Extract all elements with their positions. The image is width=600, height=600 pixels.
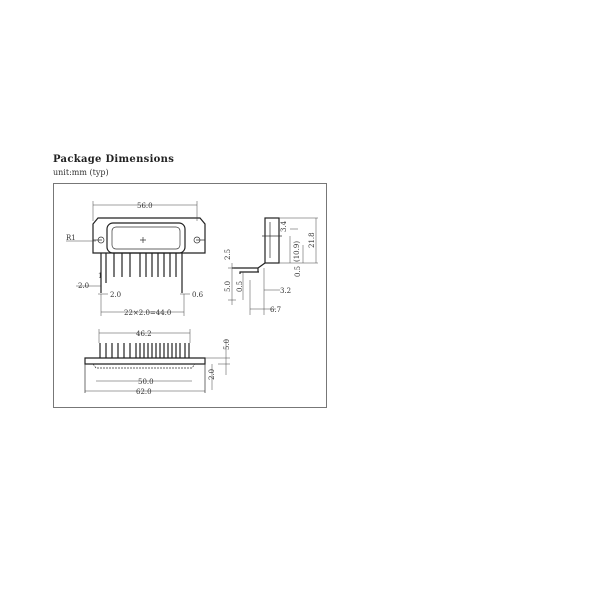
dim-46-2-label: 46.2: [136, 330, 152, 338]
side-lead: [232, 262, 266, 274]
center-mark: [140, 237, 146, 243]
radius-label: R1: [66, 234, 76, 242]
side-view: 3.4 (10.9) 21.8 0.5 2.5 5.0 0.5 3.2 6.7: [224, 217, 318, 315]
unit-note: unit:mm (typ): [53, 168, 109, 177]
front-view: 56.0 R1 1 2.0 2.0 0.6 22×2.0=44.0: [66, 201, 206, 317]
dim-50-0-label: 50.0: [138, 378, 154, 386]
dim-2-5-label: 2.5: [224, 249, 232, 260]
pin1-label: 1: [98, 272, 102, 280]
front-window: [106, 222, 186, 254]
dim-3-2-label: 3.2: [280, 287, 291, 295]
dim-21-8-label: 21.8: [308, 232, 316, 248]
dim-5-0-bottom-label: 5.0: [223, 339, 231, 350]
dim-0-5a-label: 0.5: [294, 266, 302, 277]
pin-width-label: 0.6: [192, 291, 204, 299]
pin-span-label: 22×2.0=44.0: [124, 309, 171, 317]
dim-56-label: 56.0: [137, 202, 153, 210]
bottom-pins: [99, 343, 190, 358]
pin-offset-label: 2.0: [78, 282, 89, 290]
pin-pitch-label: 2.0: [110, 291, 121, 299]
dim-0-5b-label: 0.5: [236, 281, 244, 292]
dim-6-7-label: 6.7: [270, 306, 281, 314]
drawing-frame: [53, 183, 327, 408]
bottom-view: 46.2 50.0 62.0 5.0 2.0: [84, 329, 231, 396]
dim-3-4-label: 3.4: [280, 220, 288, 232]
bottom-flange: [84, 357, 206, 365]
dim-62-0-label: 62.0: [136, 388, 152, 396]
dim-56: [92, 201, 198, 221]
dim-10-9-label: (10.9): [293, 241, 301, 262]
dim-2-0-bottom-label: 2.0: [208, 369, 216, 380]
page-title: Package Dimensions: [53, 154, 175, 165]
front-pins: [100, 253, 183, 293]
dim-5-0-label: 5.0: [224, 281, 232, 292]
side-body: [264, 217, 280, 264]
front-body-outline: [92, 217, 206, 254]
